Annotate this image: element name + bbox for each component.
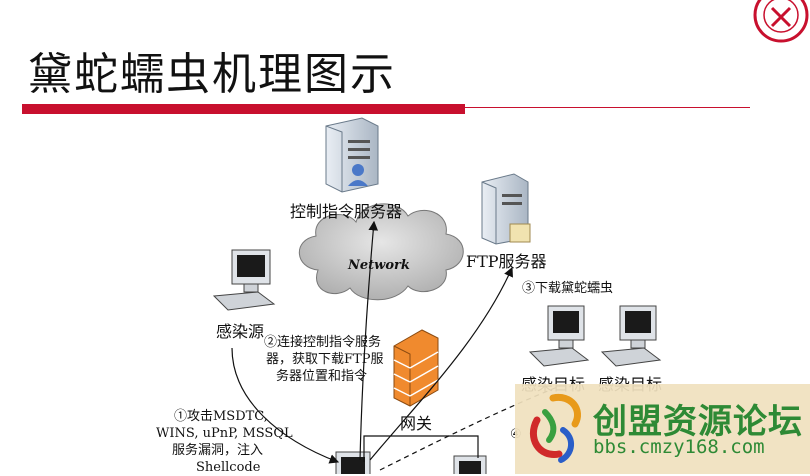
step3-label: ③下载黛蛇蠕虫 — [522, 281, 614, 296]
target-pc-1-icon — [528, 305, 590, 367]
victim-pc-bottom-icon — [335, 451, 371, 474]
page-title: 黛蛇蠕虫机理图示 — [28, 49, 396, 100]
network-cloud-icon — [298, 203, 464, 301]
lan-connection — [363, 435, 479, 462]
arrow-to-ftp-server — [369, 266, 513, 461]
infection-source-label: 感染源 — [216, 322, 265, 341]
watermark-overlay: 创盟资源论坛 bbs.cmzy168.com — [515, 384, 810, 474]
step2-line3: 务器位置和指令 — [276, 369, 368, 384]
step2-line1: ②连接控制指令服务 — [264, 335, 382, 350]
network-label: Network — [348, 258, 410, 273]
gateway-label: 网关 — [400, 414, 433, 433]
cnc-server-icon — [325, 117, 379, 193]
ftp-server-icon — [481, 173, 531, 245]
university-seal-logo — [753, 0, 809, 43]
title-underline-line — [465, 107, 750, 108]
target-pc-2-icon — [600, 305, 662, 367]
step1-line2: WINS, uPnP, MSSQL — [156, 426, 293, 441]
infection-source-pc-icon — [212, 249, 276, 311]
gateway-firewall-icon — [393, 329, 439, 407]
ftp-server-label: FTP服务器 — [466, 252, 547, 271]
step1-line3: 服务漏洞，注入 — [172, 443, 264, 458]
lan-pc-bottom-icon — [453, 455, 487, 474]
title-underline-bar — [22, 104, 465, 114]
step2-line2: 器，获取下载FTP服 — [266, 352, 384, 367]
arrow-to-cnc-server — [359, 220, 379, 461]
watermark-logo-icon — [529, 393, 581, 463]
cnc-server-label: 控制指令服务器 — [290, 202, 403, 221]
arrow-attack — [231, 347, 340, 464]
step1-line1: ①攻击MSDTC, — [174, 409, 268, 424]
watermark-title: 创盟资源论坛 — [593, 402, 803, 442]
watermark-url: bbs.cmzy168.com — [593, 436, 765, 458]
step1-line4: Shellcode — [196, 460, 261, 475]
